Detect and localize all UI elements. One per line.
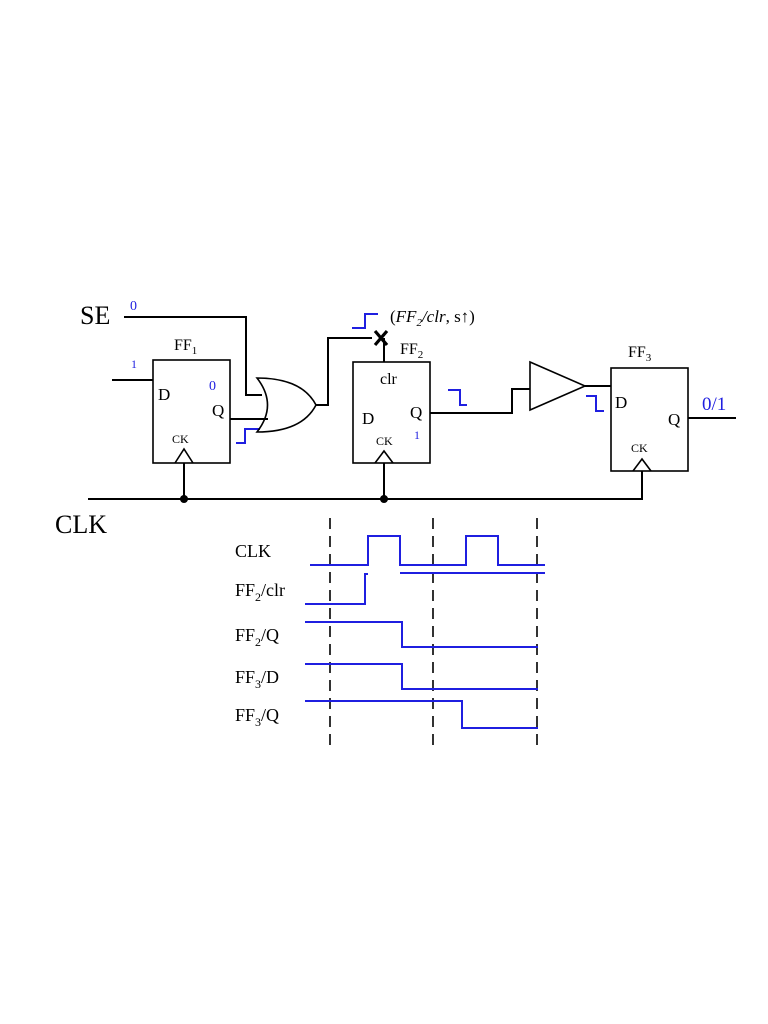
fault-x-icon (373, 329, 389, 347)
waveform-ff3-d (305, 663, 538, 690)
ff2-clr-pin: clr (380, 371, 398, 388)
timing-label-clk: CLK (235, 541, 271, 561)
ff3-ck-pin: CK (631, 441, 648, 455)
ff3-name: FF3 (628, 344, 652, 364)
ff2-q-wire (430, 388, 530, 414)
fault-annotation: (FF2/clr, s↑) (390, 307, 475, 329)
ff3-q-pin: Q (668, 410, 680, 429)
ff2-clock-triangle (374, 449, 394, 464)
ff1-d-value: 1 (131, 357, 137, 371)
buffer-falling-edge (586, 395, 604, 412)
fault-rising-edge (352, 313, 378, 329)
ff1-clock-triangle (174, 447, 194, 464)
se-label: SE (80, 301, 110, 330)
ff2-d-pin: D (362, 409, 374, 428)
ff1-d-pin: D (158, 385, 170, 404)
se-wire (124, 316, 262, 396)
waveform-ff3-q (305, 700, 538, 729)
ff2-clock-junction (380, 495, 388, 503)
ff1-q-value: 0 (209, 379, 216, 394)
timing-label-ff3-d: FF3/D (235, 667, 279, 691)
ff2-ck-pin: CK (376, 434, 393, 448)
timing-label-ff2-q: FF2/Q (235, 625, 279, 649)
ff3-d-pin: D (615, 393, 627, 412)
ff1-q-pin: Q (212, 401, 224, 420)
or-gate (255, 377, 317, 433)
ff2-name: FF2 (400, 341, 423, 361)
timing-label-ff3-q: FF3/Q (235, 705, 279, 729)
se-value: 0 (130, 299, 137, 314)
timing-label-ff2-clr: FF2/clr (235, 580, 285, 604)
ff3-box (610, 367, 689, 472)
ff2-q-pin: Q (410, 403, 422, 422)
ff2-q-value: 1 (414, 428, 420, 442)
ff1-rising-edge (236, 428, 260, 444)
ff2-falling-edge (448, 389, 467, 406)
waveform-ff2-clr (305, 573, 368, 605)
ff3-clock-triangle (632, 457, 652, 472)
clock-bus (88, 471, 643, 500)
ff1-ck-pin: CK (172, 432, 189, 446)
waveform-clk (310, 535, 545, 566)
ff1-clock-junction (180, 495, 188, 503)
waveform-ff2-q (305, 621, 538, 648)
output-value: 0/1 (702, 394, 726, 415)
ff1-name: FF1 (174, 337, 197, 357)
clk-label: CLK (55, 510, 107, 539)
buffer-gate (529, 360, 588, 412)
or-output-wire (316, 337, 372, 406)
ff1-box (152, 359, 231, 464)
